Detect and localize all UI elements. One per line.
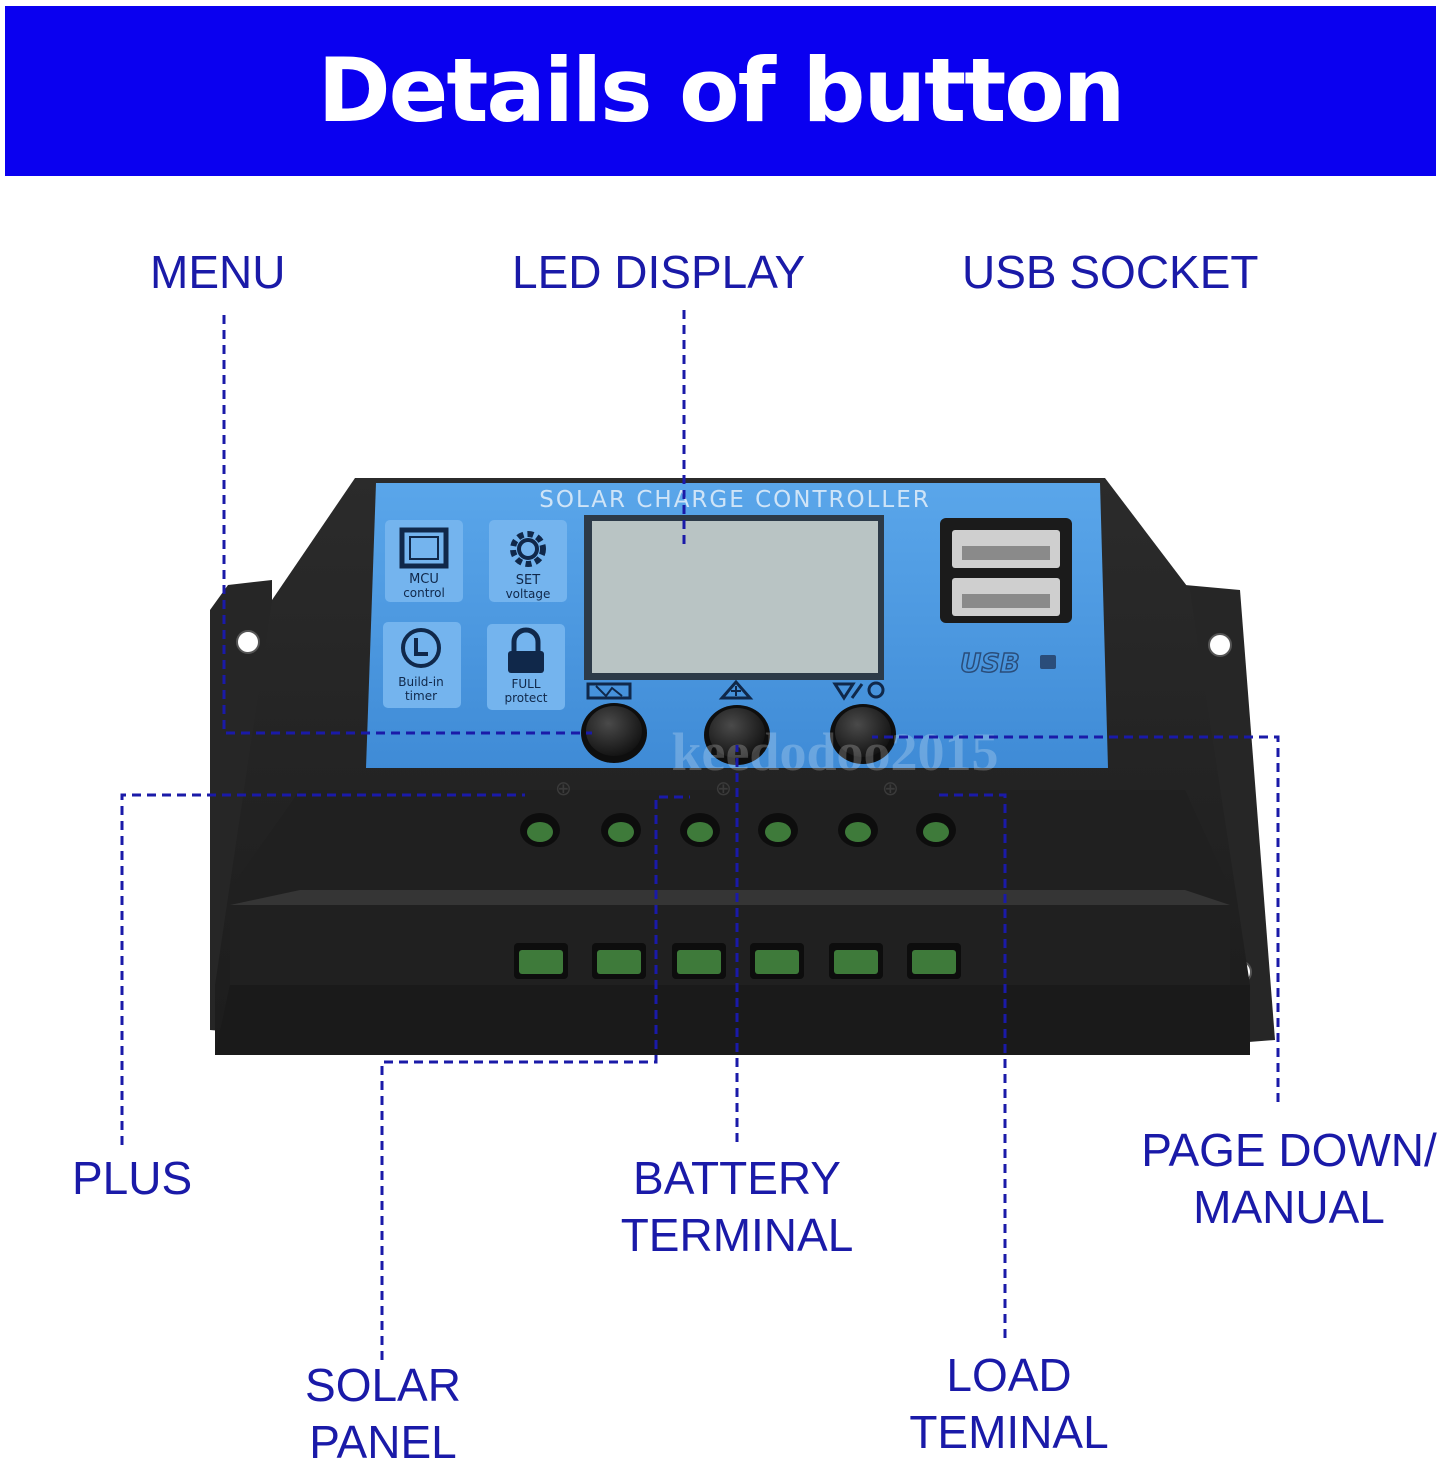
usb-socket-label: USB SOCKET bbox=[962, 246, 1259, 298]
load-label-line1: LOAD bbox=[946, 1349, 1072, 1401]
icon-tile-mcu-control: MCU control bbox=[385, 520, 463, 602]
page-down-label-line2: MANUAL bbox=[1193, 1181, 1385, 1233]
lcd-screen bbox=[592, 521, 878, 673]
page-down-glyph-icon bbox=[832, 681, 885, 701]
right-top-screw-hole bbox=[1208, 633, 1232, 657]
housing-ridge bbox=[230, 890, 1230, 905]
icon-tile-line1: FULL bbox=[511, 677, 540, 691]
panel-title: SOLAR CHARGE CONTROLLER bbox=[539, 487, 930, 513]
page-down-manual-button[interactable] bbox=[830, 704, 896, 764]
icon-tile-line1: SET bbox=[516, 573, 540, 588]
solar-panel-leader-line bbox=[380, 795, 690, 1360]
load-terminal-label: LOAD TEMINAL bbox=[895, 1347, 1123, 1461]
plus-glyph-icon bbox=[718, 679, 754, 700]
menu-button[interactable] bbox=[581, 703, 647, 763]
icon-tile-set-voltage: SET voltage bbox=[489, 520, 567, 602]
solar-panel-label: SOLAR PANEL bbox=[282, 1357, 484, 1471]
icon-tile-build-in-timer: Build-in timer bbox=[383, 622, 461, 708]
housing-lower bbox=[215, 985, 1250, 1055]
usb-plug-icon bbox=[1040, 655, 1056, 669]
gear-icon bbox=[510, 531, 546, 567]
battery-terminal-mark: ⊕ bbox=[715, 776, 732, 800]
page-title: Details of button bbox=[317, 39, 1126, 142]
icon-tile-line1: MCU bbox=[409, 572, 439, 587]
usb-logo: USB bbox=[960, 649, 1020, 679]
icon-tile-line2: timer bbox=[405, 689, 437, 703]
page-down-leader-line bbox=[872, 735, 1280, 1102]
menu-leader-line bbox=[222, 315, 592, 735]
battery-label-line2: TERMINAL bbox=[620, 1209, 854, 1261]
stamp-icon bbox=[399, 527, 449, 569]
housing-front-lip bbox=[230, 790, 1230, 985]
left-top-screw-hole bbox=[236, 630, 260, 654]
lower-terminal-slots bbox=[514, 943, 961, 979]
icon-tile-full-protect: FULL protect bbox=[487, 624, 565, 710]
usb-socket-block bbox=[940, 518, 1072, 623]
load-label-line2: TEMINAL bbox=[909, 1406, 1109, 1458]
clock-icon bbox=[401, 628, 441, 668]
icon-tile-line1: Build-in bbox=[398, 675, 443, 689]
watermark: keedodoo2015 bbox=[671, 722, 998, 782]
solar-terminal-mark: ⊕ bbox=[555, 776, 572, 800]
plus-leader-line bbox=[120, 793, 525, 1145]
icon-tile-line2: voltage bbox=[506, 587, 551, 601]
upper-terminal-screws bbox=[520, 813, 956, 847]
menu-glyph-icon bbox=[586, 682, 632, 700]
load-leader-line bbox=[935, 793, 1007, 1338]
page-down-manual-label: PAGE DOWN/ MANUAL bbox=[1130, 1122, 1448, 1236]
led-display-label: LED DISPLAY bbox=[512, 246, 806, 298]
icon-tile-line2: control bbox=[403, 586, 445, 600]
solar-label-line1: SOLAR bbox=[305, 1359, 461, 1411]
plus-label: PLUS bbox=[72, 1152, 193, 1204]
title-banner: Details of button bbox=[5, 6, 1436, 176]
menu-label: MENU bbox=[150, 246, 286, 298]
load-terminal-mark: ⊕ bbox=[882, 776, 899, 800]
lock-icon bbox=[508, 627, 544, 673]
page-down-label-line1: PAGE DOWN/ bbox=[1141, 1124, 1437, 1176]
icon-tile-line2: protect bbox=[504, 691, 547, 705]
battery-terminal-label: BATTERY TERMINAL bbox=[612, 1150, 862, 1264]
solar-label-line2: PANEL bbox=[309, 1416, 457, 1468]
plus-button[interactable] bbox=[704, 705, 770, 765]
battery-label-line1: BATTERY bbox=[633, 1152, 841, 1204]
